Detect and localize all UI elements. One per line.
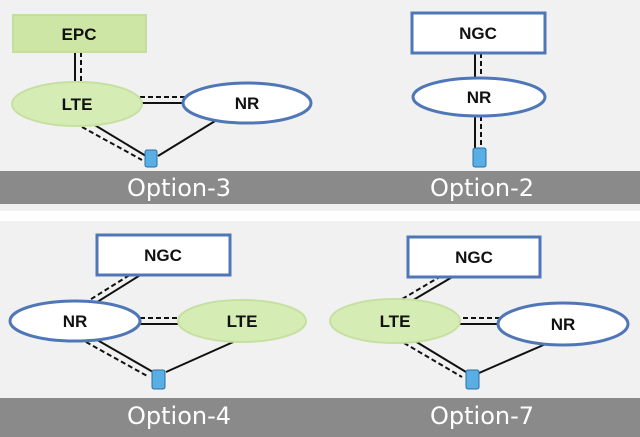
nr-node	[496, 301, 630, 347]
nr-to-ue-link	[478, 342, 549, 374]
nr-node	[411, 76, 547, 118]
mobile-phone-icon	[144, 149, 158, 168]
caption-option-7: Option-7	[430, 402, 534, 430]
nr-label: NR	[63, 312, 88, 331]
lte-label: LTE	[62, 95, 93, 114]
lte-to-ue-link	[165, 338, 241, 373]
caption-option-2: Option-2	[430, 174, 534, 202]
ngc-box	[95, 233, 232, 277]
panel-divider	[0, 211, 640, 221]
ngc-label: NGC	[455, 248, 493, 267]
mobile-phone-icon	[151, 369, 166, 390]
caption-bar-bottom	[0, 398, 640, 437]
epc-label: EPC	[62, 25, 97, 44]
core-to-nr-link	[474, 53, 482, 79]
lte-to-nr-link	[140, 96, 187, 104]
nr-node	[8, 299, 142, 343]
caption-bar-top	[0, 171, 640, 204]
panel-option-4: NGC NR LTE	[8, 233, 307, 390]
caption-option-4: Option-4	[127, 402, 231, 430]
nr-label: NR	[551, 315, 576, 334]
lte-label: LTE	[380, 312, 411, 331]
lte-to-ue-link	[81, 120, 147, 161]
epc-box	[12, 14, 147, 53]
mobile-phone-icon	[465, 369, 480, 390]
ngc-box	[406, 235, 542, 279]
panel-option-7: NGC LTE NR	[329, 235, 630, 390]
mobile-phone-icon	[472, 147, 487, 168]
caption-option-3: Option-3	[127, 174, 231, 202]
lte-node	[177, 299, 307, 343]
ngc-label: NGC	[144, 246, 182, 265]
lte-node	[329, 298, 461, 344]
lte-label: LTE	[227, 312, 258, 331]
nr-to-lte-link	[140, 317, 182, 325]
nr-label: NR	[467, 88, 492, 107]
lte-to-nr-link	[455, 317, 500, 325]
nr-to-ue-link	[474, 116, 482, 150]
nr-node	[181, 81, 313, 125]
ngc-label: NGC	[459, 24, 497, 43]
nr-to-ue-link	[85, 336, 154, 378]
nr-to-ue-link	[157, 117, 221, 157]
lte-node	[11, 81, 143, 127]
panel-option-3: EPC LTE NR	[11, 14, 313, 168]
panel-option-2: NGC NR	[410, 11, 547, 168]
lte-to-ue-link	[403, 337, 467, 378]
nr-label: NR	[235, 94, 260, 113]
ngc-box	[410, 11, 547, 55]
